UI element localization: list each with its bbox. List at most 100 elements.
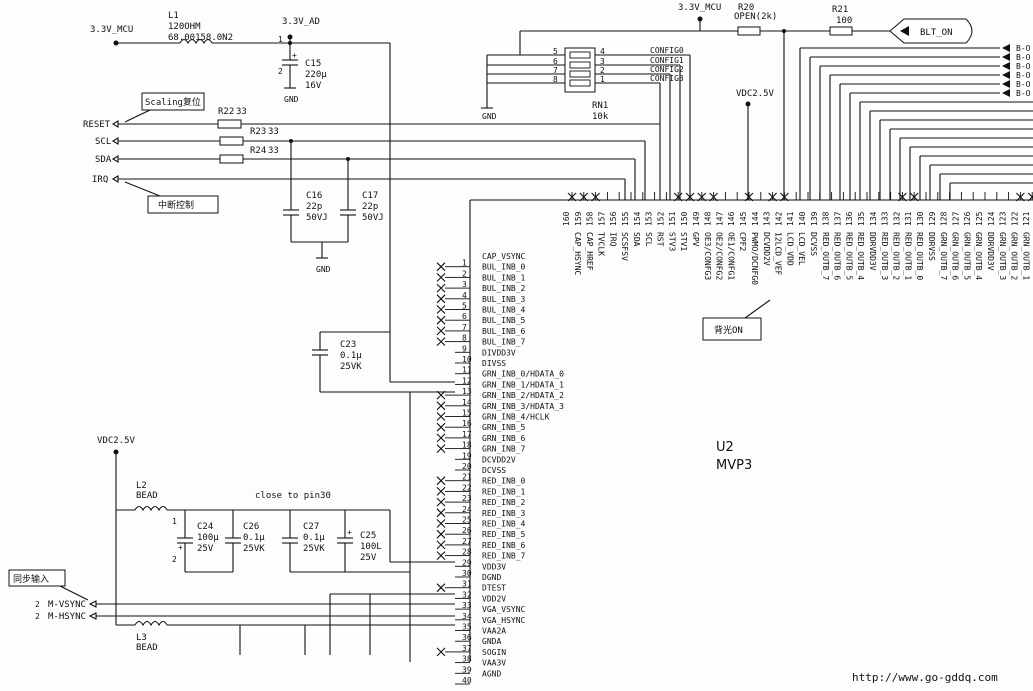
no-connect-mark (898, 192, 907, 202)
c25-ref: C25 (360, 531, 376, 541)
r20-value: OPEN(2k) (734, 12, 777, 22)
left-pin-name: BUL_INB_5 (482, 316, 526, 325)
l1-part: 68.00158.0N2 (168, 33, 233, 43)
left-pin-name: GRN_INB_6 (482, 434, 526, 443)
left-pin-name: DIVDD3V (482, 348, 516, 357)
c27-ref: C27 (303, 522, 319, 532)
r24-ref: R24 (250, 146, 266, 156)
left-pin-name: BUL_INB_4 (482, 306, 526, 315)
sda-label: SDA (95, 155, 112, 165)
no-connect-mark (436, 487, 446, 496)
no-connect-mark (1016, 192, 1025, 202)
top-pin-name: LCD_VEL (797, 232, 806, 266)
top-pin-number: 145 (739, 211, 748, 226)
top-pin-name: OE3/CONFG3 (703, 232, 712, 280)
left-pin-name: RED_INB_0 (482, 477, 526, 486)
top-pin-name: DCVSS (809, 232, 818, 256)
rn1-left-pin: 6 (553, 57, 558, 66)
rn1-right-pin: 2 (600, 66, 605, 75)
top-pin-number: 127 (951, 211, 960, 226)
irq-note: 中断控制 (158, 199, 194, 211)
left-pin-number: 35 (462, 623, 472, 632)
left-pin-name: CAP_VSYNC (482, 252, 526, 261)
c26-voltage: 25VK (243, 544, 265, 554)
c15-pin1: 1 (278, 35, 283, 44)
c15-plus: + (292, 51, 297, 60)
c16-value: 22p (306, 202, 322, 212)
no-connect-mark (579, 192, 589, 202)
no-connect-mark (436, 305, 446, 314)
left-pin-name: VAA3V (482, 659, 506, 668)
c24-voltage: 25V (197, 544, 214, 554)
bus-arrow (1002, 44, 1010, 52)
l3-value: BEAD (136, 643, 158, 653)
left-pin-name: VDD2V (482, 594, 506, 603)
no-connect-mark (436, 401, 446, 411)
c16-ref: C16 (306, 191, 322, 201)
left-pin-name: RED_INB_6 (482, 541, 526, 550)
top-pin-number: 133 (881, 211, 890, 226)
l3-inductor (134, 620, 168, 627)
c26-ref: C26 (243, 522, 259, 532)
top-pin-number: 132 (892, 211, 901, 226)
top-pin-group: 160CAP_HSYNC159CAP_HREF158TVCLK157IRQ156… (562, 192, 1033, 285)
no-connect-mark (436, 551, 446, 560)
vcc-ad-label: 3.3V_AD (282, 17, 320, 27)
top-pin-number: 155 (621, 211, 630, 226)
blt-on-connector (889, 18, 973, 44)
left-pin-number: 13 (462, 387, 472, 396)
left-pin-number: 8 (462, 334, 467, 343)
top-pin-name: DDRVSS (927, 232, 936, 261)
rn1-element (569, 51, 591, 59)
top-pin-number: 146 (727, 211, 736, 226)
left-pin-number: 32 (462, 590, 472, 599)
left-pin-number: 23 (462, 494, 472, 503)
left-pin-name: VGA_VSYNC (482, 605, 526, 614)
junction (289, 139, 293, 143)
no-connect-mark (436, 326, 446, 336)
no-connect-mark (436, 540, 446, 550)
left-pin-name: BUL_INB_1 (482, 273, 526, 282)
left-pin-number: 31 (462, 580, 472, 589)
backlight-leader (744, 299, 771, 319)
c17-ref: C17 (362, 191, 378, 201)
left-pin-name: GNDA (482, 637, 501, 646)
top-pin-number: 131 (904, 211, 913, 226)
top-pin-number: 137 (833, 211, 842, 226)
c17-value: 22p (362, 202, 378, 212)
vsync-arrow (88, 600, 97, 608)
vdc25-lower-label: VDC2.5V (97, 436, 136, 446)
sync-note: 同步输入 (13, 573, 49, 585)
bus-arrow (1002, 53, 1010, 61)
close-note: close to pin30 (255, 491, 331, 501)
left-pin-number: 24 (462, 505, 472, 514)
irq-label: IRQ (92, 175, 108, 185)
c16-gnd: GND (316, 265, 331, 274)
left-pin-number: 25 (462, 516, 472, 525)
sync-leader (59, 585, 89, 601)
c15-pin2: 2 (278, 67, 283, 76)
top-pin-number: 129 (928, 211, 937, 226)
no-connect-mark (436, 390, 446, 400)
left-pin-number: 28 (462, 548, 472, 557)
r20-ref: R20 (738, 3, 754, 13)
left-pin-number: 12 (462, 376, 472, 385)
r22-resistor (217, 119, 242, 129)
top-pin-name: DCVDD2V (762, 232, 771, 266)
sync-pin-v: 2 (35, 600, 40, 609)
left-signals: RESET SCL SDA IRQ R22 33 R23 33 R24 33 S… (83, 92, 661, 274)
no-connect-mark (673, 192, 683, 202)
left-pin-name: BUL_INB_0 (482, 263, 526, 272)
top-pin-name: RED_OUTB_5 (844, 232, 853, 280)
top-pin-name: RED_OUTB_4 (856, 232, 865, 280)
no-connect-mark (436, 294, 446, 304)
junction (346, 157, 350, 161)
c24-pin2: 2 (172, 555, 177, 564)
top-pin-name: GRN_OUTB_4 (974, 232, 983, 280)
c23-section: C23 0.1μ 25VK (312, 331, 455, 662)
left-pin-name: GRN_INB_7 (482, 445, 526, 454)
scl-label: SCL (95, 137, 111, 147)
top-pin-number: 149 (692, 211, 701, 226)
left-pin-number: 5 (462, 302, 467, 311)
